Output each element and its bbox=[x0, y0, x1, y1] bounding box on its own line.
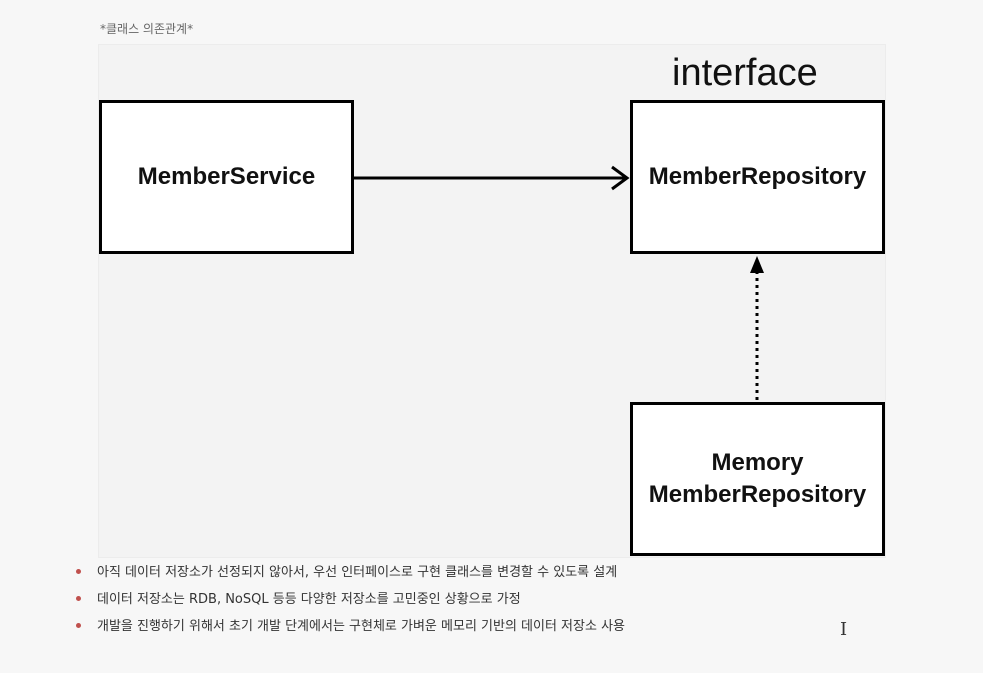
diagram-caption: *클래스 의존관계* bbox=[100, 22, 194, 36]
member-repository-box: MemberRepository bbox=[630, 100, 885, 254]
note-text: 아직 데이터 저장소가 선정되지 않아서, 우선 인터페이스로 구현 클래스를 … bbox=[97, 565, 618, 580]
member-service-box: MemberService bbox=[99, 100, 354, 254]
note-text: 데이터 저장소는 RDB, NoSQL 등등 다양한 저장소를 고민중인 상황으… bbox=[97, 592, 521, 607]
implementation-arrow-head bbox=[750, 256, 764, 273]
memory-member-repository-label-line1: Memory bbox=[711, 449, 804, 476]
bullet-icon bbox=[76, 569, 81, 574]
bullet-icon bbox=[76, 596, 81, 601]
member-repository-label: MemberRepository bbox=[648, 163, 867, 190]
memory-member-repository-label-line2: MemberRepository bbox=[648, 481, 867, 508]
memory-member-repository-box: Memory MemberRepository bbox=[630, 402, 885, 556]
text-cursor-icon: I bbox=[840, 619, 848, 640]
note-item: 아직 데이터 저장소가 선정되지 않아서, 우선 인터페이스로 구현 클래스를 … bbox=[72, 561, 625, 588]
note-text: 개발을 진행하기 위해서 초기 개발 단계에서는 구현체로 가벼운 메모리 기반… bbox=[97, 619, 625, 634]
member-service-label: MemberService bbox=[137, 163, 316, 190]
note-item: 개발을 진행하기 위해서 초기 개발 단계에서는 구현체로 가벼운 메모리 기반… bbox=[72, 615, 625, 642]
notes-list: 아직 데이터 저장소가 선정되지 않아서, 우선 인터페이스로 구현 클래스를 … bbox=[72, 561, 625, 642]
dependency-arrow-head bbox=[611, 165, 630, 191]
bullet-icon bbox=[76, 623, 81, 628]
note-item: 데이터 저장소는 RDB, NoSQL 등등 다양한 저장소를 고민중인 상황으… bbox=[72, 588, 625, 615]
interface-stereotype-label: interface bbox=[672, 52, 818, 94]
